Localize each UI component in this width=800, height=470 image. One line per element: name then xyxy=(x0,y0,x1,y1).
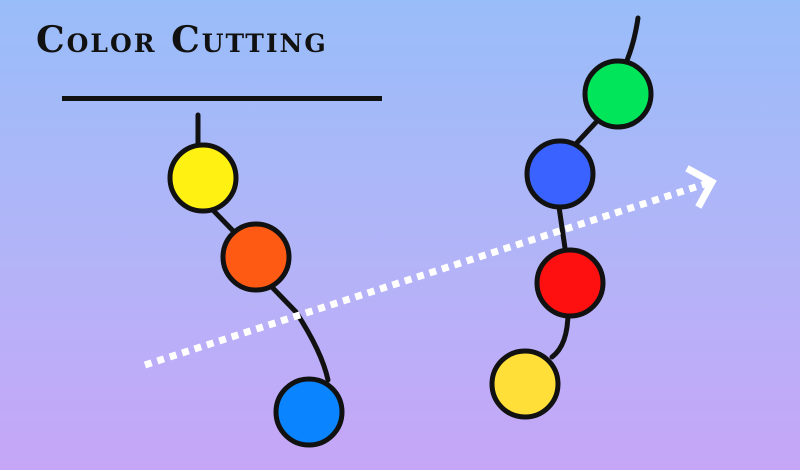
bead-blue[interactable] xyxy=(524,138,596,210)
bead-orange[interactable] xyxy=(220,221,292,293)
arrow-head-icon xyxy=(685,165,717,209)
bead-blue[interactable] xyxy=(273,376,345,448)
right-rope[interactable] xyxy=(489,15,654,420)
game-title: Color Cutting xyxy=(36,19,328,61)
bead-yellow[interactable] xyxy=(167,142,239,214)
bead-red[interactable] xyxy=(534,247,606,319)
right-rope-string[interactable] xyxy=(549,15,641,360)
bead-green[interactable] xyxy=(582,58,654,130)
left-rope[interactable] xyxy=(167,112,345,448)
bead-yellow[interactable] xyxy=(489,348,561,420)
cut-guide xyxy=(143,165,717,369)
title-underline xyxy=(62,96,382,101)
